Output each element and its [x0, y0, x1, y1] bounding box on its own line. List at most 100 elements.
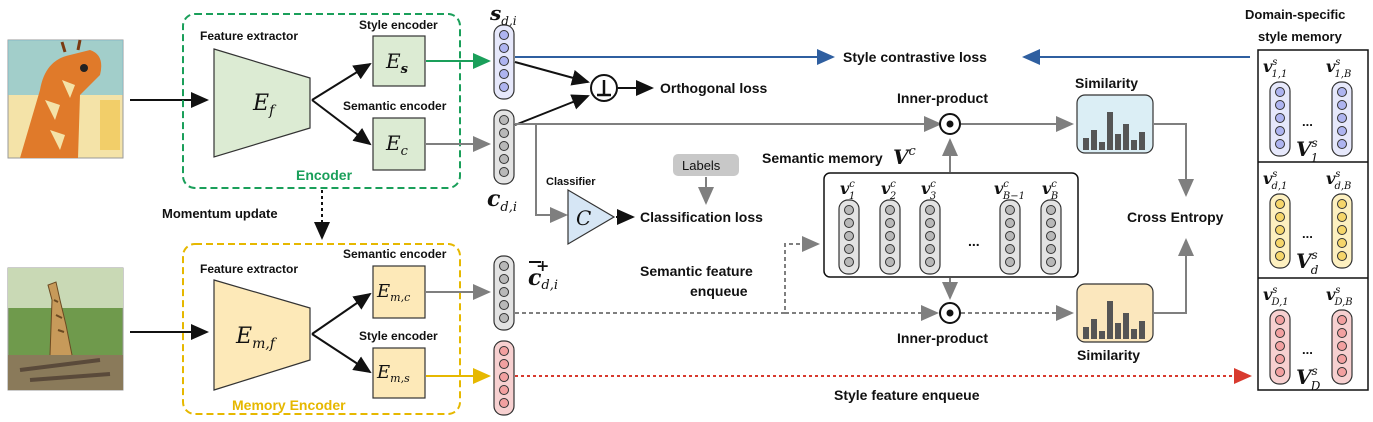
- histogram-bar: [1091, 130, 1097, 150]
- feature-dot: [1275, 328, 1285, 338]
- semantic-feature-enqueue-label-1: Semantic feature: [640, 263, 753, 279]
- feature-dot: [1046, 244, 1056, 254]
- feature-dot: [885, 218, 895, 228]
- inner-product-bottom-label: Inner-product: [897, 330, 988, 346]
- feature-dot: [1275, 87, 1285, 97]
- feature-dot: [1337, 126, 1347, 136]
- feature-dot: [1337, 367, 1347, 377]
- feature-dot: [1337, 341, 1347, 351]
- feature-dot: [844, 257, 854, 267]
- semantic-memory-column: [1040, 199, 1062, 275]
- feature-dot: [1275, 238, 1285, 248]
- feature-dot: [925, 257, 935, 267]
- feature-dot: [885, 244, 895, 254]
- histogram-bar: [1099, 142, 1105, 150]
- ef-symbol: Ef: [252, 91, 277, 119]
- arrow-ef-to-es: [311, 62, 372, 101]
- style-memory-ellipsis: ...: [1302, 342, 1313, 357]
- momentum-update-label: Momentum update: [162, 206, 278, 221]
- style-memory-column-left: [1269, 309, 1291, 385]
- labels-box-text: Labels: [682, 158, 721, 173]
- semantic-memory-box: [823, 172, 1079, 278]
- style-memory-title-2: style memory: [1258, 29, 1343, 44]
- cross-entropy-label: Cross Entropy: [1127, 209, 1224, 225]
- feature-dot: [1005, 231, 1015, 241]
- semantic-memory-column: [919, 199, 941, 275]
- semantic-memory-label: Semantic memory: [762, 150, 883, 166]
- feature-dot: [844, 231, 854, 241]
- style-encoder-ems: [372, 347, 426, 399]
- style-memory-column-right: [1331, 309, 1353, 385]
- giraffe-painting-icon: [7, 39, 124, 159]
- semantic-memory-column: [838, 199, 860, 275]
- feature-dot: [1046, 257, 1056, 267]
- histogram-bar: [1131, 140, 1137, 150]
- similarity-top-histogram: [1083, 112, 1145, 150]
- giraffe-photo-icon: [7, 267, 124, 391]
- arrow-ef-to-ec: [311, 99, 372, 146]
- feature-dot: [1337, 212, 1347, 222]
- histogram-bar: [1099, 331, 1105, 339]
- feature-dot: [1275, 199, 1285, 209]
- s-symbol: sd,i: [489, 1, 517, 28]
- memory-encoder-box: [182, 243, 461, 415]
- feature-dot: [885, 257, 895, 267]
- feature-dot: [1337, 113, 1347, 123]
- feature-dot: [1275, 113, 1285, 123]
- feature-dot: [1337, 315, 1347, 325]
- memory-feature-extractor-label: Feature extractor: [200, 262, 298, 276]
- semantic-feature-enqueue-label-2: enqueue: [690, 283, 748, 299]
- style-memory-column-right: [1331, 81, 1353, 157]
- feature-dot: [1275, 341, 1285, 351]
- feature-dot: [1337, 139, 1347, 149]
- classifier-label: Classifier: [546, 176, 596, 188]
- feature-extractor-emf: [213, 279, 311, 391]
- classifier-symbol: C: [576, 206, 591, 230]
- classification-loss-label: Classification loss: [640, 209, 763, 225]
- ec-symbol: Ec: [385, 131, 409, 159]
- style-feature-enqueue-label: Style feature enqueue: [834, 387, 980, 403]
- feature-dot: [1275, 354, 1285, 364]
- style-memory-ellipsis: ...: [1302, 114, 1313, 129]
- memory-semantic-encoder-label: Semantic encoder: [343, 247, 447, 261]
- semantic-feature-c: [493, 109, 515, 185]
- arrow-s-to-ortho: [514, 61, 590, 86]
- feature-dot: [1275, 251, 1285, 261]
- histogram-bar: [1107, 112, 1113, 150]
- momentum-style-feature: [493, 340, 515, 416]
- labels-box: [673, 154, 739, 176]
- inner-product-top-label: Inner-product: [897, 90, 988, 106]
- encoder-title: Encoder: [296, 167, 353, 183]
- emf-symbol: Em,f: [235, 324, 278, 352]
- semantic-enqueue-arrow: [515, 236, 820, 314]
- arrow-sim-bottom-to-ce: [1154, 238, 1194, 314]
- inner-product-top-dot: [946, 120, 954, 128]
- semantic-memory-column: [999, 199, 1021, 275]
- feature-dot: [1005, 244, 1015, 254]
- feature-dot: [1337, 87, 1347, 97]
- feature-dot: [1275, 139, 1285, 149]
- feature-dot: [844, 244, 854, 254]
- feature-dot: [1337, 225, 1347, 235]
- arrow-c-to-classifier: [535, 124, 568, 223]
- style-memory-column-left: [1269, 81, 1291, 157]
- histogram-bar: [1123, 124, 1129, 150]
- histogram-bar: [1091, 319, 1097, 339]
- semantic-memory-column: [879, 199, 901, 275]
- histogram-bar: [1139, 321, 1145, 339]
- feature-dot: [1337, 100, 1347, 110]
- feature-dot: [1337, 354, 1347, 364]
- feature-dot: [1046, 231, 1056, 241]
- classifier-triangle: [567, 188, 616, 246]
- feature-extractor-ef: [213, 48, 311, 158]
- feature-dot: [844, 218, 854, 228]
